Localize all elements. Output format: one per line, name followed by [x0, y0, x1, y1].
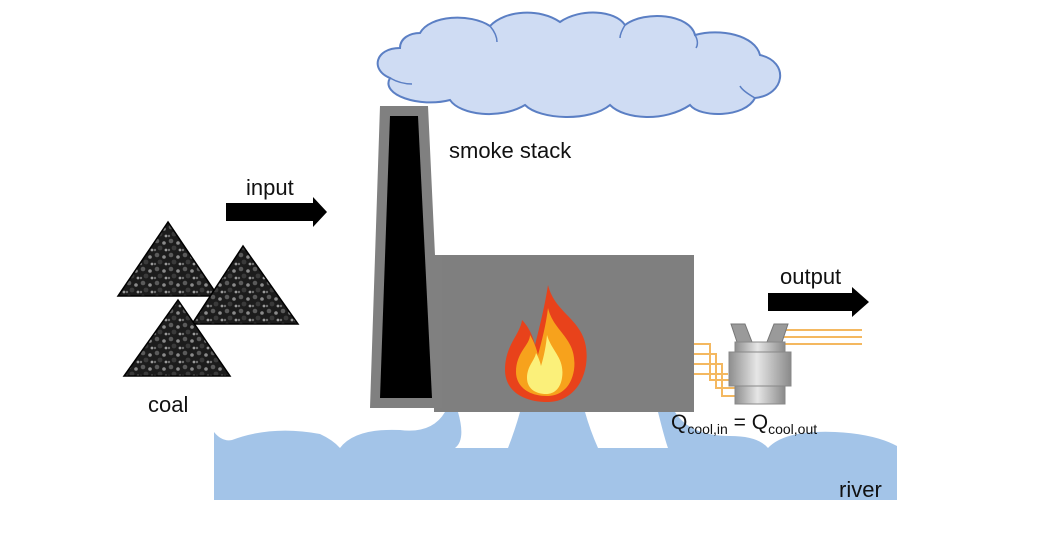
- input-arrow-icon: [226, 197, 327, 227]
- flame-icon: [505, 285, 587, 402]
- river: [214, 412, 897, 500]
- turbine-icon: [728, 323, 792, 405]
- equation-equals: =: [727, 411, 752, 434]
- equation-sub-right: cool,out: [768, 421, 818, 437]
- smoke-stack-label: smoke stack: [449, 138, 572, 163]
- equation-q-left: Q: [671, 411, 688, 434]
- cloud-icon: [376, 11, 781, 118]
- output-label: output: [780, 264, 842, 289]
- coal-label: coal: [148, 392, 189, 417]
- cooling-equation: Qcool,in = Qcool,out: [671, 412, 817, 436]
- equation-q-right: Q: [751, 411, 769, 434]
- river-label: river: [839, 477, 882, 502]
- equation-sub-left: cool,in: [687, 421, 728, 437]
- coal-pile-icon: [116, 220, 300, 377]
- cooling-pipes: [694, 329, 862, 397]
- input-label: input: [246, 175, 294, 200]
- smoke-stack: [370, 106, 442, 408]
- output-arrow-icon: [768, 287, 869, 317]
